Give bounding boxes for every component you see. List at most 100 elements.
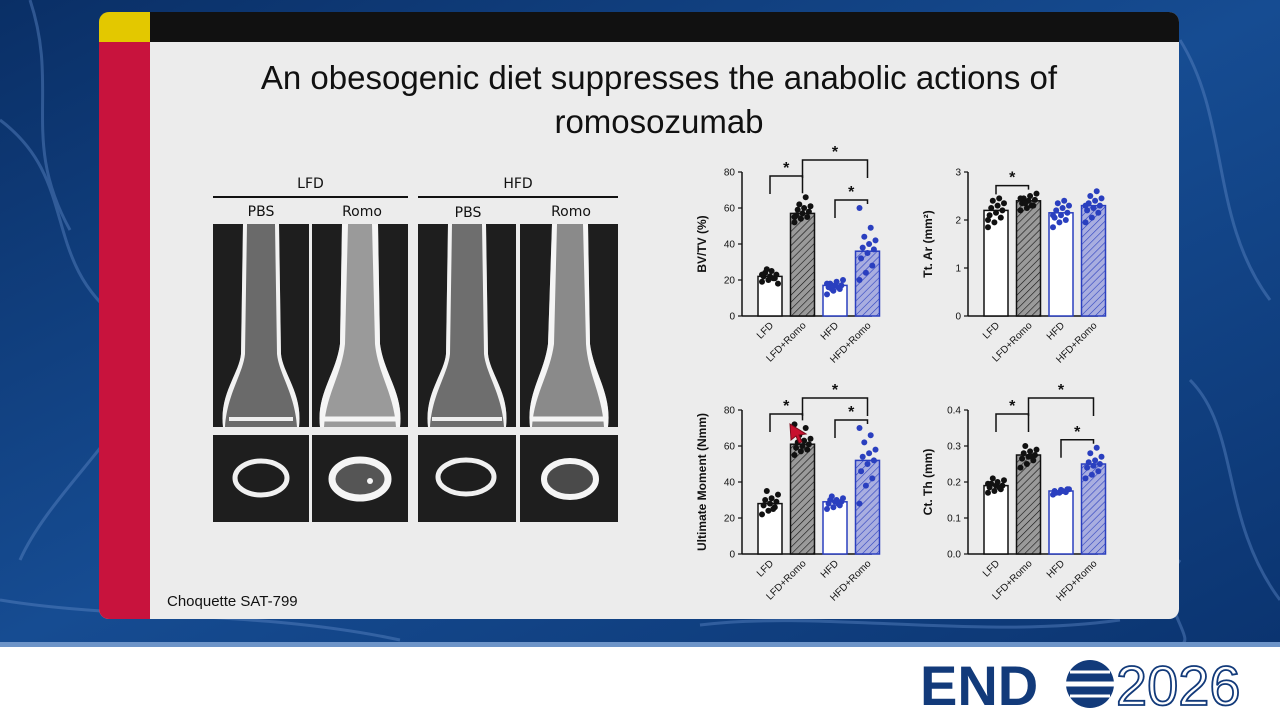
data-point: [862, 482, 869, 489]
data-point: [1033, 446, 1040, 453]
data-point: [840, 495, 846, 502]
group-label-hfd: HFD: [503, 176, 533, 192]
significance-star: *: [1058, 382, 1065, 399]
data-point: [824, 291, 830, 298]
data-point: [1084, 207, 1091, 214]
data-point: [869, 262, 876, 269]
bar-lfd-romo: [1015, 200, 1042, 317]
significance-bracket: [995, 184, 1030, 195]
citation: Choquette SAT-799: [167, 593, 298, 610]
data-point: [856, 500, 863, 507]
data-point: [1098, 195, 1105, 202]
data-point: [1017, 195, 1024, 202]
condition-label-lfd-romo: Romo: [342, 204, 382, 220]
data-point: [861, 233, 868, 240]
data-point: [791, 452, 798, 458]
data-point: [762, 497, 769, 503]
y-axis-label: Ct. Th (mm): [921, 449, 935, 516]
data-point: [1095, 468, 1102, 475]
globe-icon: [1066, 660, 1114, 708]
y-tick-label: 20: [724, 276, 736, 287]
data-point: [985, 217, 991, 223]
significance-bracket: [1060, 439, 1095, 458]
data-point: [1092, 197, 1099, 204]
data-point: [1017, 464, 1024, 471]
data-point: [768, 268, 775, 274]
data-point: [867, 432, 874, 439]
endo-2026-logo: END 2026: [920, 653, 1241, 716]
data-point: [1019, 455, 1026, 462]
microct-cross-lfd-pbs: [213, 435, 309, 522]
significance-bracket: [801, 159, 869, 178]
data-point: [1064, 209, 1071, 216]
significance-bracket: [769, 175, 804, 194]
bar-hfd-romo: [854, 459, 881, 555]
data-point: [1084, 464, 1091, 471]
data-point: [830, 504, 837, 511]
data-point: [1028, 453, 1035, 460]
significance-star: *: [848, 404, 855, 421]
data-point: [799, 210, 806, 217]
microct-cross-hfd-romo: [520, 435, 618, 522]
bar-hfd: [1048, 490, 1074, 555]
data-point: [804, 214, 811, 220]
significance-star: *: [832, 144, 839, 161]
data-point: [1001, 200, 1007, 207]
data-point: [791, 214, 798, 220]
data-point: [1028, 202, 1035, 209]
microct-long-hfd-romo: [520, 224, 618, 427]
data-point: [866, 450, 873, 457]
data-point: [862, 269, 869, 276]
significance-bracket: [769, 413, 804, 432]
data-point: [796, 201, 803, 208]
y-tick-label: 0.4: [947, 406, 961, 417]
significance-bracket: [1027, 397, 1095, 416]
slide-title: An obesogenic diet suppresses the anabol…: [260, 59, 1058, 140]
data-point: [1023, 205, 1030, 211]
data-point: [1088, 214, 1095, 221]
data-point: [801, 437, 808, 444]
data-point: [1056, 219, 1063, 226]
data-point: [867, 224, 874, 231]
significance-star: *: [1074, 424, 1081, 441]
data-point: [805, 208, 812, 215]
data-point: [996, 484, 1003, 491]
x-tick-label: HFD: [1045, 320, 1067, 342]
data-point: [833, 278, 840, 285]
data-point: [1066, 486, 1072, 493]
data-point: [1020, 450, 1027, 457]
data-point: [999, 207, 1006, 214]
data-point: [828, 493, 835, 500]
y-tick-label: 0.3: [947, 442, 961, 453]
data-point: [1087, 193, 1094, 199]
data-point: [870, 246, 877, 253]
significance-star: *: [848, 184, 855, 201]
data-point: [1022, 200, 1029, 207]
microct-long-hfd-pbs: [418, 224, 516, 427]
data-point: [1017, 207, 1024, 214]
data-point: [1088, 471, 1095, 478]
data-point: [1096, 461, 1103, 467]
data-point: [1058, 212, 1064, 219]
data-point: [807, 203, 814, 210]
data-point: [802, 425, 809, 431]
significance-star: *: [1009, 170, 1016, 187]
data-point: [824, 506, 830, 512]
data-point: [1096, 202, 1103, 209]
bar-lfd-romo: [789, 443, 816, 555]
data-point: [767, 500, 773, 507]
group-line-lfd: [213, 196, 408, 198]
data-point: [1050, 224, 1056, 231]
data-point: [1093, 444, 1100, 451]
y-tick-label: 80: [724, 406, 736, 417]
y-tick-label: 60: [724, 204, 736, 215]
data-point: [861, 439, 868, 446]
data-point: [1031, 196, 1038, 203]
x-tick-label: LFD: [755, 558, 776, 579]
condition-label-hfd-pbs: PBS: [454, 205, 482, 221]
microct-cross-lfd-romo: [312, 435, 408, 522]
data-point: [856, 205, 863, 211]
y-tick-label: 0.2: [947, 478, 961, 489]
